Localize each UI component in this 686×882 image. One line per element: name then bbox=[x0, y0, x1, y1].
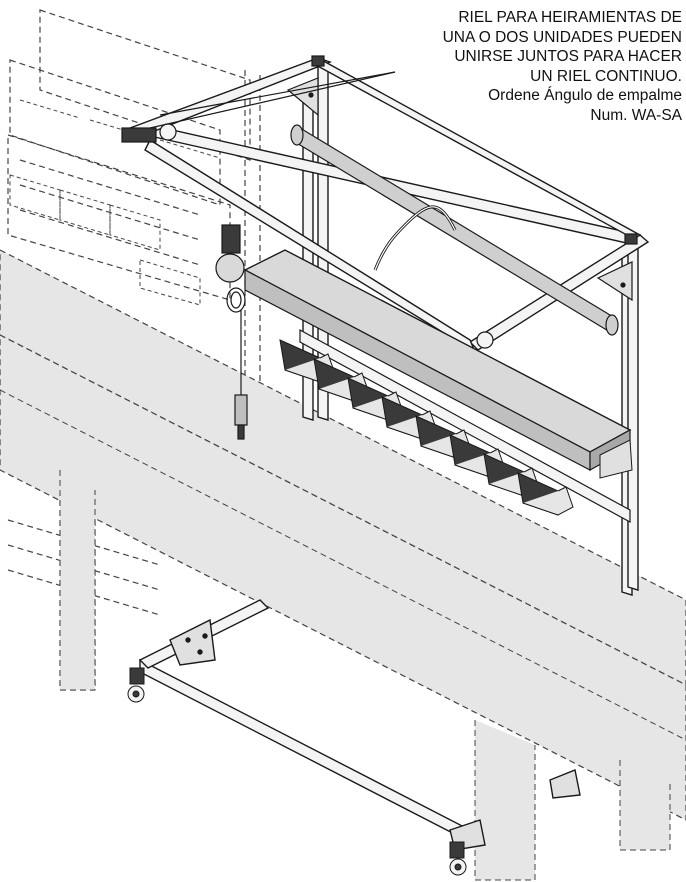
storage-bins bbox=[279, 339, 574, 516]
callout-line: UN RIEL CONTINUO. bbox=[530, 67, 682, 85]
shelf bbox=[243, 249, 633, 479]
callout-line: Num. WA-SA bbox=[590, 106, 682, 124]
rail-callout-text: RIEL PARA HEIRAMIENTAS DE UNA O DOS UNID… bbox=[362, 8, 682, 126]
callout-line: UNA O DOS UNIDADES PUEDEN bbox=[442, 28, 682, 46]
light-tube-fixture bbox=[290, 124, 619, 336]
callout-line: RIEL PARA HEIRAMIENTAS DE bbox=[458, 9, 682, 26]
base-frame bbox=[138, 599, 581, 851]
storage-bin-side bbox=[522, 486, 574, 516]
casters bbox=[127, 667, 467, 876]
callout-line: UNIRSE JUNTOS PARA HACER bbox=[454, 48, 682, 66]
tool-balancer bbox=[215, 224, 248, 440]
callout-leader bbox=[149, 71, 396, 129]
bin-rail bbox=[299, 328, 631, 524]
workbench-top bbox=[0, 249, 686, 881]
callout-line: Ordene Ángulo de empalme bbox=[488, 87, 682, 105]
